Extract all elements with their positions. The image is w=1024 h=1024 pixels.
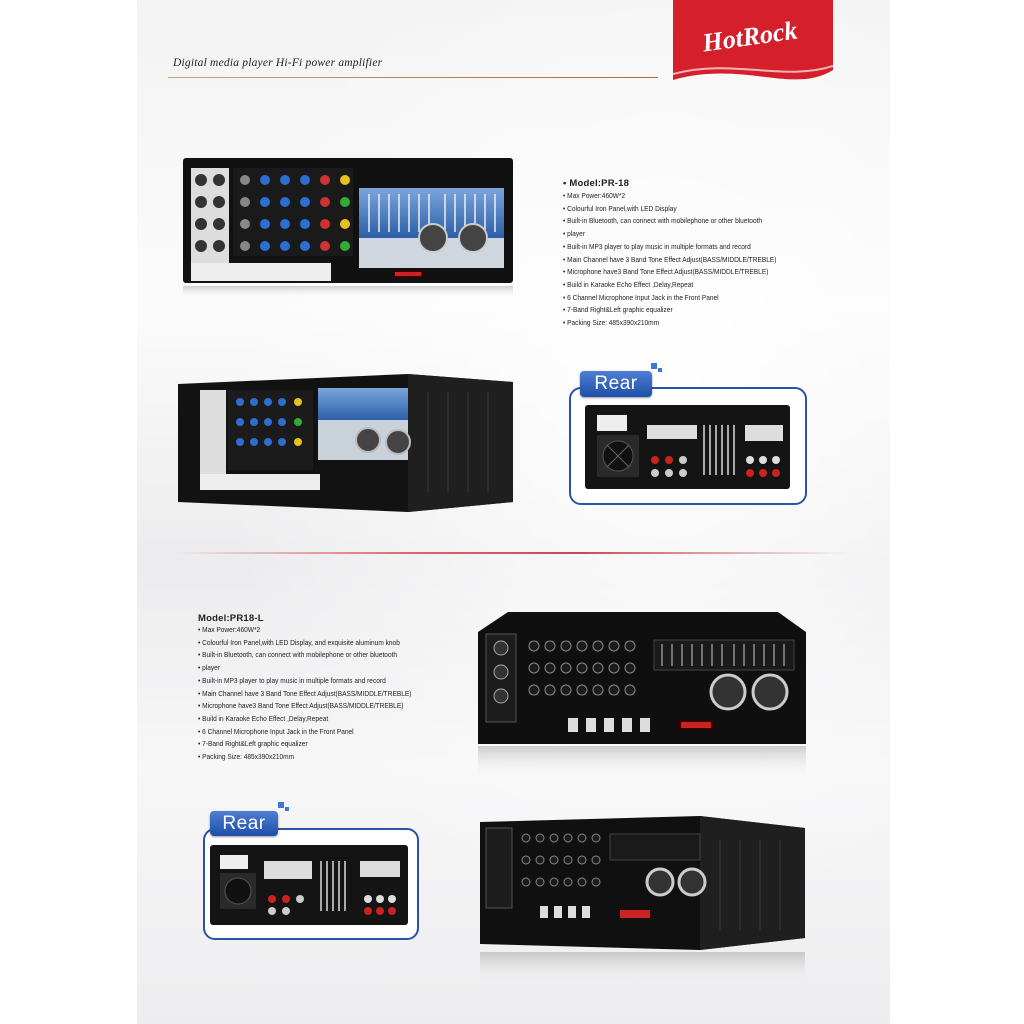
pr18l-feature: Max Power:460W*2 <box>198 624 411 637</box>
decor-square <box>658 368 662 372</box>
page-headline: Digital media player Hi-Fi power amplifi… <box>173 57 383 69</box>
decor-square <box>651 363 657 369</box>
pr18-feature: 7-Band Right&Left graphic equalizer <box>563 304 776 317</box>
pr18-feature: Microphone have3 Band Tone Effect Adjust… <box>563 266 776 279</box>
pr18l-feature: Packing Size: 485x390x210mm <box>198 751 411 764</box>
pr18-feature: Built-in MP3 player to play music in mul… <box>563 241 776 254</box>
pr18-feature: Packing Size: 485x390x210mm <box>563 317 776 330</box>
amplifier-pr18-rear-image <box>585 405 790 489</box>
pr18l-feature: 6 Channel Microphone Input Jack in the F… <box>198 726 411 739</box>
section-divider <box>170 552 850 554</box>
pr18l-feature: Colourful Iron Panel,with LED Display, a… <box>198 637 411 650</box>
pr18l-feature: Microphone have3 Band Tone Effect Adjust… <box>198 700 411 713</box>
pr18l-feature: player <box>198 662 411 675</box>
pr18-feature: Main Channel have 3 Band Tone Effect Adj… <box>563 254 776 267</box>
pr18-feature: Build in Karaoke Echo Effect ,Delay,Repe… <box>563 279 776 292</box>
pr18-rear-label: Rear <box>580 371 652 397</box>
pr18l-feature: Build in Karaoke Echo Effect ,Delay,Repe… <box>198 713 411 726</box>
pr18-feature: Built-in Bluetooth, can connect with mob… <box>563 215 776 228</box>
pr18l-feature: Built-in Bluetooth, can connect with mob… <box>198 649 411 662</box>
pr18-feature: 6 Channel Microphone Input Jack in the F… <box>563 292 776 305</box>
pr18-spec-block: • Model:PR-18 Max Power:460W*2 Colourful… <box>563 178 800 330</box>
pr18-feature: Max Power:460W*2 <box>563 190 776 203</box>
amplifier-pr18l-front-image <box>478 612 806 780</box>
header-rule <box>168 77 658 78</box>
pr18l-feature: Built-in MP3 player to play music in mul… <box>198 675 411 688</box>
pr18-feature: Colourful Iron Panel,with LED Display <box>563 203 776 216</box>
amplifier-pr18l-angle-image <box>480 816 805 985</box>
amplifier-pr18-front-image <box>183 158 513 298</box>
pr18-feature: player <box>563 228 776 241</box>
decor-square <box>278 802 284 808</box>
pr18-model-title: • Model:PR-18 <box>563 178 630 189</box>
amplifier-pr18-angle-image <box>178 374 513 512</box>
hotrock-logo: HotRock <box>673 0 833 80</box>
amplifier-pr18l-rear-image <box>210 845 408 925</box>
pr18l-model-title: Model:PR18-L <box>198 613 264 624</box>
pr18l-feature: Main Channel have 3 Band Tone Effect Adj… <box>198 688 411 701</box>
pr18l-rear-label: Rear <box>210 811 278 836</box>
pr18l-feature: 7-Band Right&Left graphic equalizer <box>198 738 411 751</box>
decor-square <box>285 807 289 811</box>
pr18l-spec-block: Model:PR18-L Max Power:460W*2 Colourful … <box>198 613 435 764</box>
